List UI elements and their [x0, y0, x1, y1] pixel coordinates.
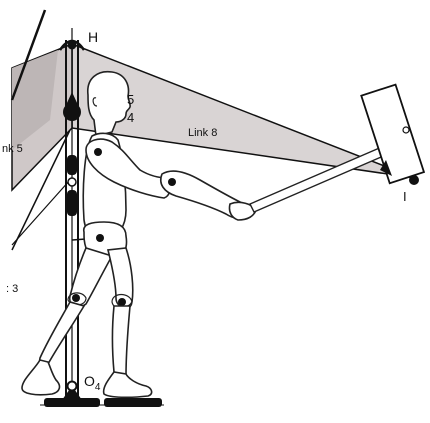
device-pivot	[380, 160, 392, 176]
thigh-front	[107, 247, 134, 308]
foot-front	[102, 371, 153, 399]
post-segment-1	[67, 155, 77, 175]
shoulder-joint	[94, 148, 102, 156]
point-o4-joint	[66, 380, 78, 392]
label-point-o: O4	[84, 373, 101, 393]
label-point-o-main: O	[84, 373, 95, 389]
shin-front	[111, 305, 131, 381]
head	[87, 70, 131, 137]
base-triangle	[62, 386, 82, 400]
device-small-circle	[402, 126, 410, 134]
label-point-h: H	[88, 29, 98, 45]
neck-joint	[63, 103, 81, 121]
label-point-i: I	[403, 189, 407, 204]
knee-front-joint	[118, 298, 126, 306]
label-link-5: nk 5	[2, 143, 23, 155]
elbow-joint	[168, 178, 176, 186]
point-i-joint	[409, 175, 419, 185]
link-line-upper	[10, 9, 47, 101]
point-h-joint	[67, 40, 77, 50]
label-link-8: Link 8	[188, 127, 217, 139]
ear	[92, 97, 98, 107]
ground-block-right	[104, 398, 162, 407]
hip-joint	[96, 234, 104, 242]
link-5-wedge-dark	[12, 50, 58, 150]
post-segment-2	[67, 190, 77, 216]
label-num-3: : 3	[6, 283, 18, 295]
label-num-4: 4	[127, 110, 134, 125]
neck-joint-point	[66, 92, 78, 105]
machine-handle-device	[360, 83, 426, 185]
post-ring	[67, 177, 77, 187]
knee-back-joint	[72, 294, 80, 302]
label-num-5: 5	[127, 92, 134, 107]
foot-back	[21, 359, 61, 396]
link-line-mid	[11, 179, 71, 246]
hand	[228, 201, 257, 221]
label-point-o-sub: 4	[95, 382, 101, 393]
link-line-lower	[11, 129, 71, 251]
